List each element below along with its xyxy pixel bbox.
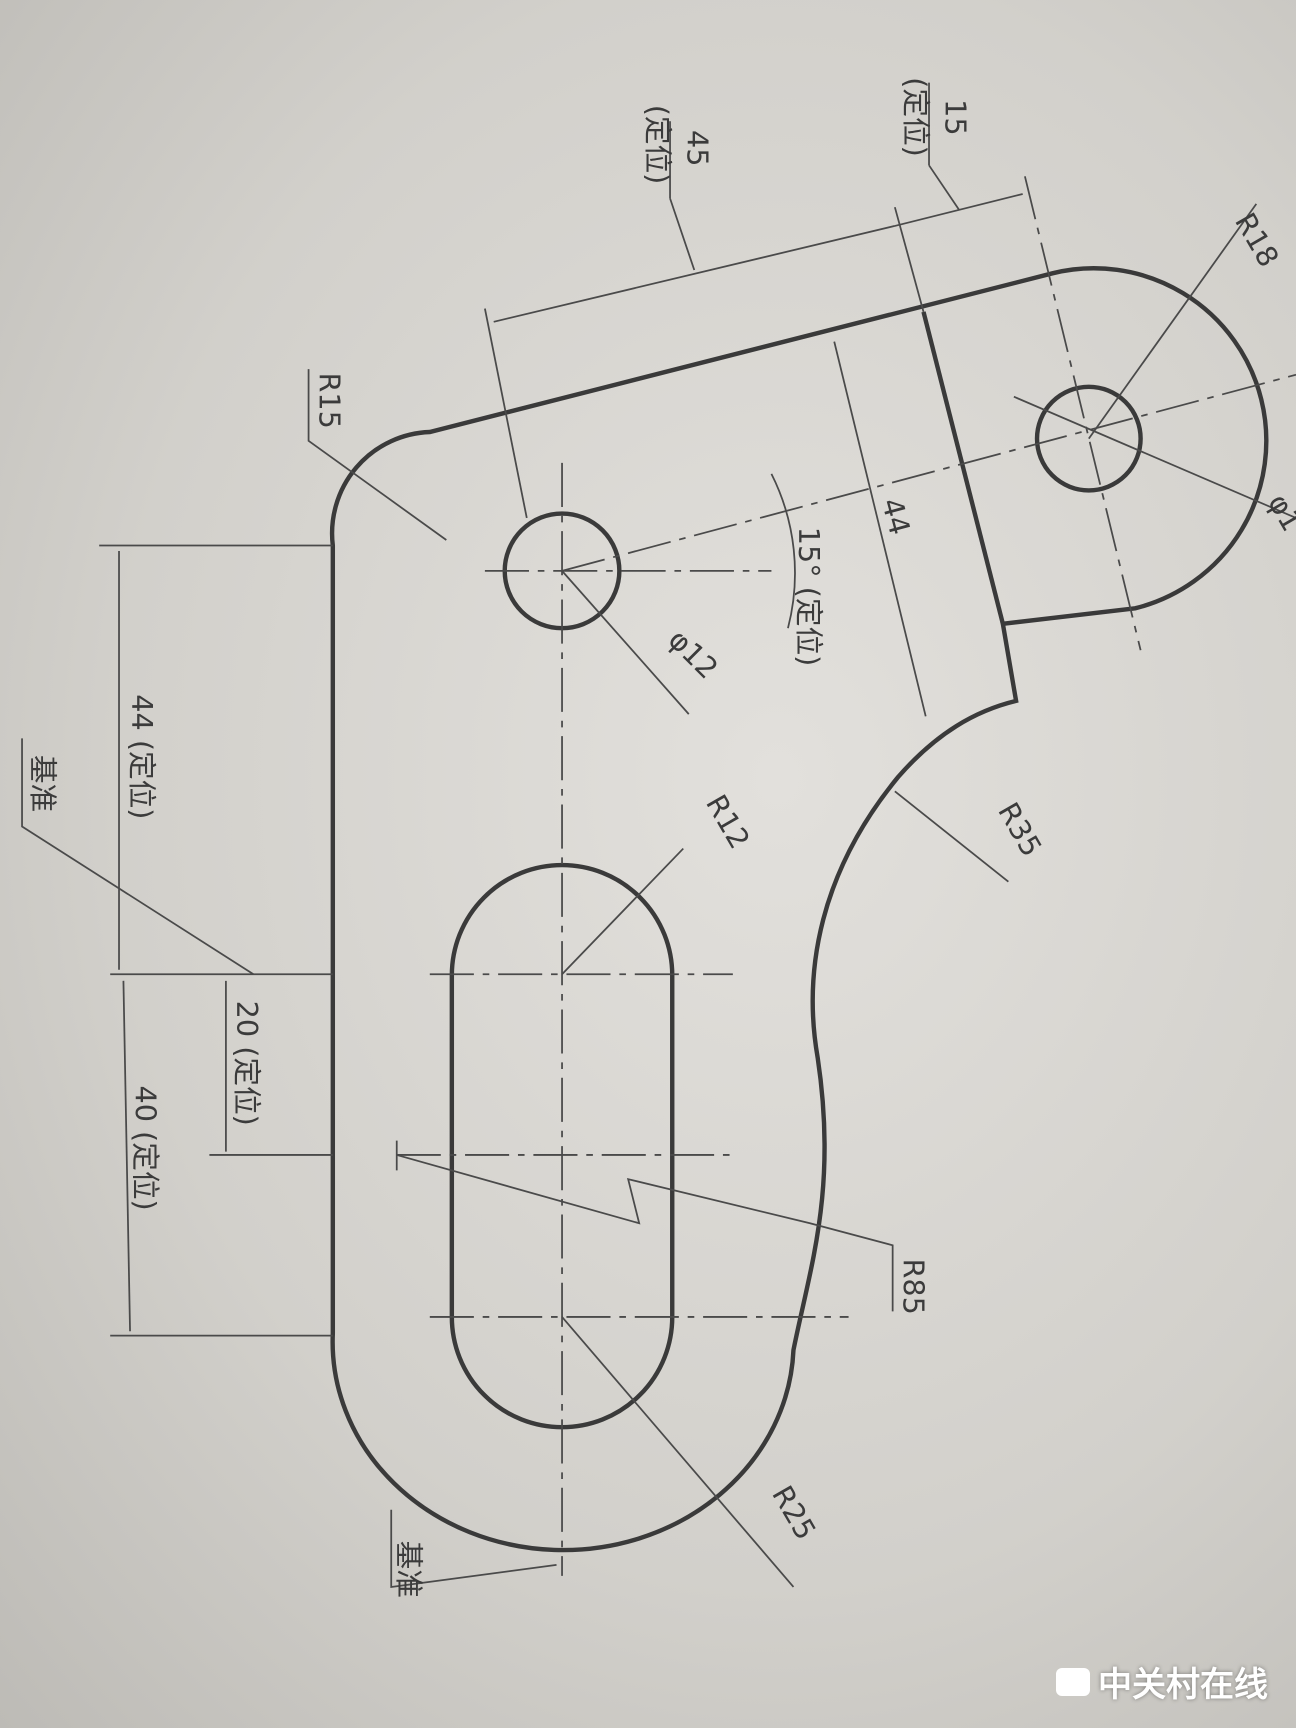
lug-step-edge [921, 311, 1005, 625]
part-outline [329, 266, 1269, 1553]
label-datum-left: 基准 [26, 755, 60, 812]
watermark: 中关村在线 [1056, 1657, 1268, 1706]
lug-centerline [1024, 176, 1142, 651]
angled-centerline [561, 373, 1296, 572]
dim-line-44b [833, 341, 927, 717]
leader-phi12 [561, 570, 690, 715]
label-r12: R12 [699, 789, 757, 855]
label-20-locate: 20 (定位) [230, 1001, 264, 1126]
label-r18: R18 [1228, 207, 1286, 273]
ext-line [484, 308, 528, 519]
label-datum-bottom: 基准 [392, 1541, 426, 1598]
leader [928, 164, 960, 210]
dim-line-40 [122, 980, 131, 1332]
dim-line-45 [493, 225, 896, 323]
leader-r18 [1088, 203, 1258, 440]
label-phi12: φ12 [662, 622, 725, 685]
watermark-text: 中关村在线 [1098, 1665, 1268, 1705]
leader-r15 [307, 369, 447, 541]
hole-lug [1034, 384, 1143, 493]
leader-r85 [396, 1154, 894, 1312]
datum-leader-left [21, 738, 254, 975]
label-phi-partial: φ1 [1261, 488, 1296, 537]
datum-leader-bottom [390, 1509, 557, 1588]
angle-arc-15 [770, 473, 796, 629]
label-44-locate: 44 (定位) [125, 694, 159, 819]
label-r15: R15 [313, 372, 347, 428]
leader-phi [1013, 395, 1296, 519]
dim-line-15 [894, 193, 1023, 227]
label-40-locate: 40 (定位) [129, 1086, 163, 1211]
dim-45-note: (定位) [641, 105, 675, 185]
label-r85: R85 [897, 1259, 931, 1315]
leader-r12 [561, 847, 684, 975]
dim-15-note: (定位) [899, 77, 933, 157]
label-angle-15: 15° (定位) [792, 527, 826, 667]
leader-r25 [561, 1316, 795, 1588]
watermark-logo-icon [1056, 1667, 1090, 1696]
dim-15: 15 [939, 99, 973, 135]
label-r25: R25 [765, 1480, 823, 1546]
leader-r35 [894, 790, 1009, 883]
label-r35: R35 [991, 797, 1049, 863]
leader [669, 198, 696, 271]
dim-45: 45 [681, 130, 715, 166]
